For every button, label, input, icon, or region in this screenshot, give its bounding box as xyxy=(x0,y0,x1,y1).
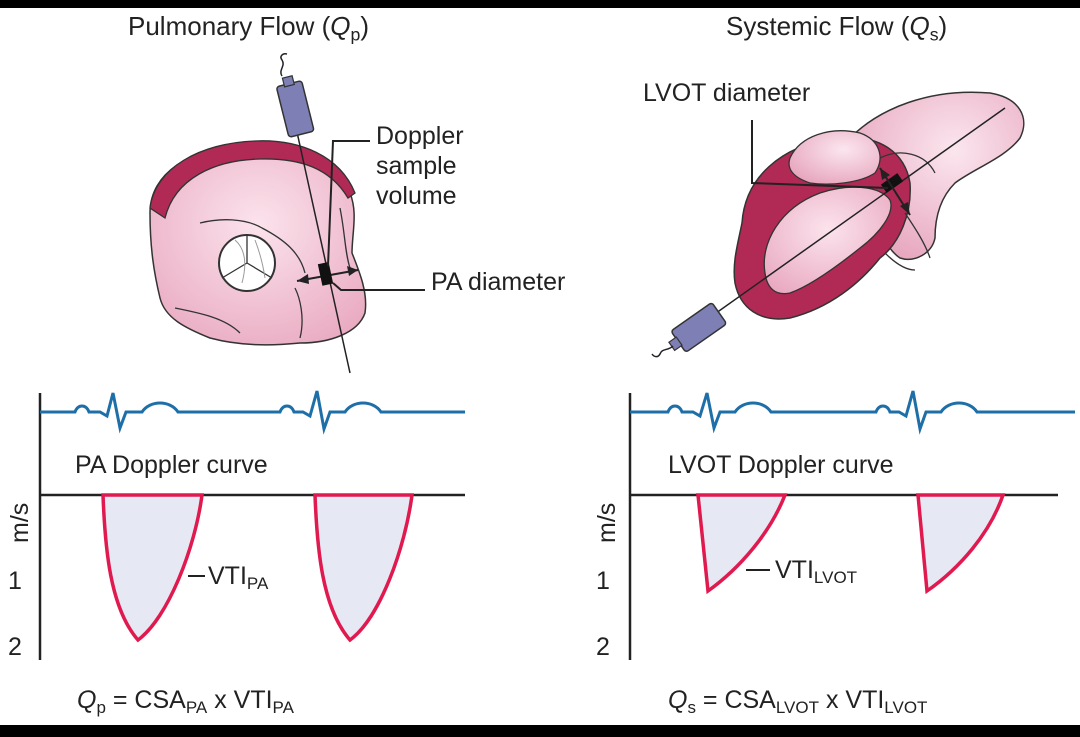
left-ventricle-cavity xyxy=(763,186,892,295)
lvot-vti-sub: LVOT xyxy=(813,568,858,588)
lvot-doppler-curve-label: LVOT Doppler curve xyxy=(668,451,894,479)
lvot-title-suffix: ) xyxy=(938,11,948,41)
pa-title-sub: p xyxy=(350,24,361,45)
pa-doppler-wave-1 xyxy=(101,493,204,643)
lvot-tick-1: 1 xyxy=(596,567,610,595)
lvot-eq-vti-sub: LVOT xyxy=(884,698,928,718)
lvot-vti-label: VTILVOT xyxy=(775,555,858,588)
pa-eq-csa: = CSA xyxy=(105,686,186,714)
pa-panel-title: Pulmonary Flow (Qp) xyxy=(128,11,370,45)
doppler-label-line-1: Doppler xyxy=(376,122,464,150)
lvot-panel-title: Systemic Flow (Qs) xyxy=(726,11,948,45)
pa-title-var: Q xyxy=(330,11,351,41)
lvot-diameter-label: LVOT diameter xyxy=(643,79,811,107)
pa-vti-main: VTI xyxy=(208,562,247,590)
left-atrium xyxy=(788,130,881,185)
lvot-title-sub: s xyxy=(929,24,939,45)
lvot-transducer-cable xyxy=(651,345,674,358)
lvot-diameter-arrowheads xyxy=(880,168,910,215)
pa-diameter-leader-line xyxy=(332,282,425,291)
illustration-svg xyxy=(38,53,1075,660)
lvot-equation: Qs = CSALVOT x VTILVOT xyxy=(668,686,928,718)
pa-sample-volume xyxy=(317,261,334,286)
pa-axis-unit: m/s xyxy=(6,502,34,543)
lvot-eq-var-sub: s xyxy=(687,698,696,718)
pulmonary-valve-cusps xyxy=(221,235,273,279)
pa-eq-vti-sub: PA xyxy=(272,698,294,718)
lvot-tick-2: 2 xyxy=(596,633,610,661)
lvot-vti-main: VTI xyxy=(775,556,814,584)
pa-eq-var: Q xyxy=(77,686,97,714)
lvot-doppler-wave-2 xyxy=(916,493,1006,595)
pa-doppler-beam xyxy=(294,122,351,374)
doppler-label-line-2: sample xyxy=(376,152,457,180)
lvot-heart-illustration xyxy=(651,91,1025,358)
lvot-eq-csa: = CSA xyxy=(695,686,776,714)
lvot-contour xyxy=(879,152,936,271)
lvot-ecg-trace xyxy=(630,390,1075,435)
pa-vti-label: VTIPA xyxy=(208,561,269,594)
lvot-diameter-leader-line xyxy=(751,120,889,189)
lvot-eq-vti: x VTI xyxy=(819,686,885,714)
lvot-doppler-beam xyxy=(694,107,1006,329)
lvot-doppler-graph xyxy=(628,390,1075,660)
doppler-label-line-3: volume xyxy=(376,182,457,210)
pa-eq-vti: x VTI xyxy=(207,686,273,714)
pa-transducer xyxy=(276,75,315,138)
pa-vti-sub: PA xyxy=(246,574,269,594)
pa-diameter-arrowheads xyxy=(297,266,358,284)
pa-diameter-label: PA diameter xyxy=(431,268,566,296)
pa-transducer-cable xyxy=(280,53,288,77)
pa-doppler-curve-label: PA Doppler curve xyxy=(75,451,268,479)
pa-tick-1: 1 xyxy=(8,567,22,595)
lvot-transducer xyxy=(668,302,727,352)
doppler-leader-line xyxy=(327,140,370,267)
pa-eq-var-sub: p xyxy=(96,698,106,718)
lvot-title-prefix: Systemic Flow ( xyxy=(726,11,910,41)
pa-heart-contour xyxy=(174,207,351,339)
pa-tick-2: 2 xyxy=(8,633,22,661)
lvot-axis-unit: m/s xyxy=(593,502,621,543)
pulmonary-valve-shading xyxy=(234,239,266,284)
pa-doppler-wave-2 xyxy=(313,493,414,643)
pa-heart-illustration xyxy=(149,53,425,374)
pa-eq-csa-sub: PA xyxy=(185,698,208,718)
figure-canvas: Pulmonary Flow (Qp) Doppler sample volum… xyxy=(0,8,1080,725)
pa-title-suffix: ) xyxy=(360,11,370,41)
lvot-title-var: Q xyxy=(909,11,930,41)
pa-title-prefix: Pulmonary Flow ( xyxy=(128,11,331,41)
pa-equation: Qp = CSAPA x VTIPA xyxy=(77,686,294,718)
pa-ecg-trace xyxy=(40,390,465,435)
lvot-eq-csa-sub: LVOT xyxy=(775,698,819,718)
lvot-eq-var: Q xyxy=(668,686,688,714)
pa-doppler-graph xyxy=(38,390,465,660)
lvot-doppler-wave-1 xyxy=(696,493,788,595)
